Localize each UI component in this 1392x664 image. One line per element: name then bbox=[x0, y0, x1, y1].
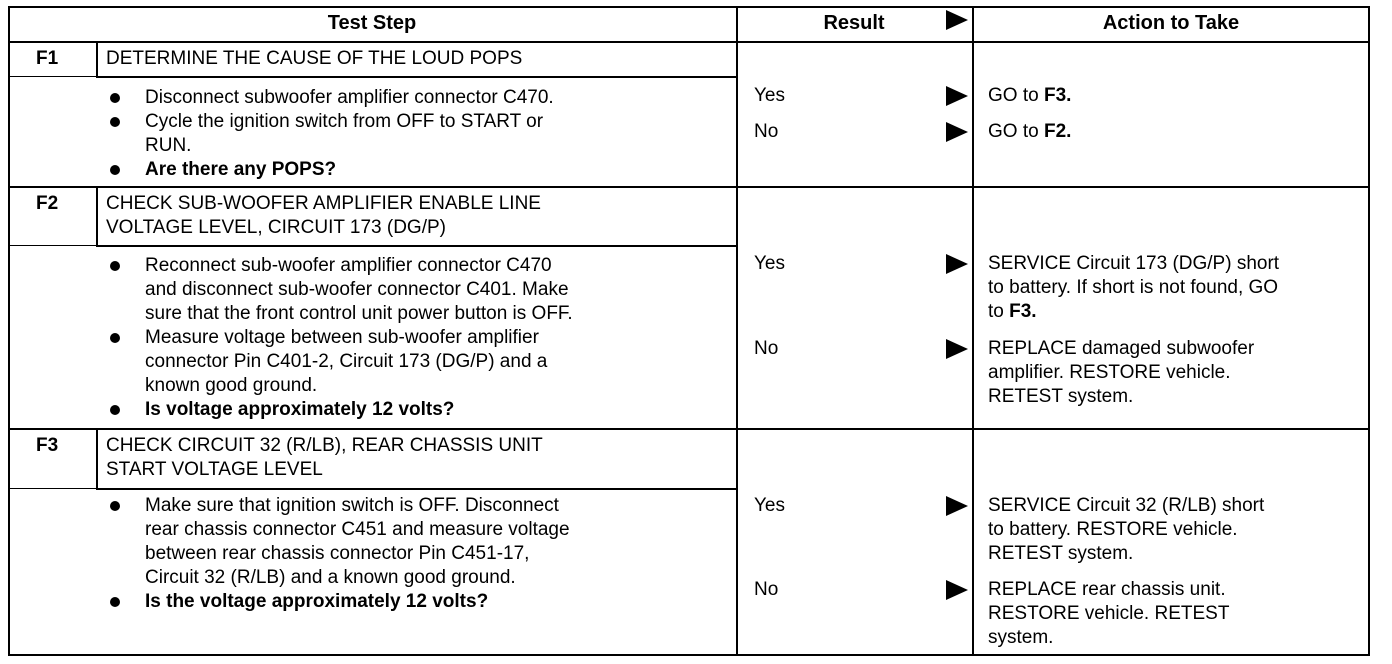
action-step-ref: F3. bbox=[1009, 301, 1037, 322]
bullet-text: RUN. bbox=[145, 135, 192, 156]
bullet-text: Measure voltage between sub-woofer ampli… bbox=[145, 327, 539, 348]
bullet-icon bbox=[110, 93, 120, 103]
step-id-divider bbox=[96, 430, 98, 488]
bullet-text: known good ground. bbox=[145, 375, 318, 396]
bullet-icon bbox=[110, 261, 120, 271]
action-text: amplifier. RESTORE vehicle. bbox=[988, 362, 1231, 383]
bullet-text: connector Pin C401-2, Circuit 173 (DG/P)… bbox=[145, 351, 548, 372]
action-text: GO to F3. bbox=[988, 85, 1072, 106]
step-title: DETERMINE THE CAUSE OF THE LOUD POPS bbox=[106, 48, 523, 69]
step-id: F1 bbox=[36, 48, 59, 69]
action-text: system. bbox=[988, 627, 1054, 648]
result-label: No bbox=[754, 338, 779, 359]
bullet-text: Disconnect subwoofer amplifier connector… bbox=[145, 87, 554, 108]
action-text: to battery. If short is not found, GO bbox=[988, 277, 1279, 298]
bullet-text: Circuit 32 (R/LB) and a known good groun… bbox=[145, 567, 516, 588]
result-arrow-icon bbox=[946, 254, 968, 274]
col-divider-result bbox=[736, 6, 738, 656]
title-bottom-rule-left bbox=[8, 76, 96, 77]
step-id-divider bbox=[96, 43, 98, 76]
section-bottom-rule bbox=[8, 428, 1370, 430]
bullet-text: Make sure that ignition switch is OFF. D… bbox=[145, 495, 559, 516]
header-arrow-icon bbox=[946, 10, 968, 30]
header-bottom-rule bbox=[8, 41, 1370, 43]
result-label: No bbox=[754, 121, 779, 142]
result-label: Yes bbox=[754, 253, 785, 274]
bullet-text: Reconnect sub-woofer amplifier connector… bbox=[145, 255, 552, 276]
step-title: VOLTAGE LEVEL, CIRCUIT 173 (DG/P) bbox=[106, 217, 446, 238]
action-text: to battery. RESTORE vehicle. bbox=[988, 519, 1238, 540]
title-bottom-rule bbox=[96, 245, 736, 247]
action-text: SERVICE Circuit 32 (R/LB) short bbox=[988, 495, 1265, 516]
result-arrow-icon bbox=[946, 580, 968, 600]
bullet-text: rear chassis connector C451 and measure … bbox=[145, 519, 570, 540]
title-bottom-rule bbox=[96, 76, 736, 78]
title-bottom-rule-left bbox=[8, 245, 96, 246]
header-result: Result bbox=[823, 12, 885, 34]
bullet-icon bbox=[110, 117, 120, 127]
action-text: to F3. bbox=[988, 301, 1037, 322]
action-text: GO to F2. bbox=[988, 121, 1072, 142]
col-divider-action bbox=[972, 6, 974, 656]
step-id: F3 bbox=[36, 435, 59, 456]
header-test-step: Test Step bbox=[327, 12, 417, 34]
header-action: Action to Take bbox=[1102, 12, 1240, 34]
title-bottom-rule bbox=[96, 488, 736, 490]
bullet-icon bbox=[110, 333, 120, 343]
action-text: REPLACE damaged subwoofer bbox=[988, 338, 1255, 359]
bullet-text: Are there any POPS? bbox=[145, 159, 337, 180]
action-text: REPLACE rear chassis unit. bbox=[988, 579, 1226, 600]
section-bottom-rule bbox=[8, 186, 1370, 188]
title-bottom-rule-left bbox=[8, 488, 96, 489]
bullet-text: Is the voltage approximately 12 volts? bbox=[145, 591, 489, 612]
result-label: No bbox=[754, 579, 779, 600]
step-title: CHECK CIRCUIT 32 (R/LB), REAR CHASSIS UN… bbox=[106, 435, 543, 456]
bullet-icon bbox=[110, 165, 120, 175]
bullet-text: sure that the front control unit power b… bbox=[145, 303, 573, 324]
action-text: RETEST system. bbox=[988, 543, 1134, 564]
bullet-text: and disconnect sub-woofer connector C401… bbox=[145, 279, 569, 300]
action-text: RETEST system. bbox=[988, 386, 1134, 407]
bullet-icon bbox=[110, 597, 120, 607]
result-arrow-icon bbox=[946, 122, 968, 142]
result-arrow-icon bbox=[946, 86, 968, 106]
bullet-text: Cycle the ignition switch from OFF to ST… bbox=[145, 111, 544, 132]
step-id: F2 bbox=[36, 193, 59, 214]
action-step-ref: F3. bbox=[1043, 85, 1072, 106]
action-text: RESTORE vehicle. RETEST bbox=[988, 603, 1230, 624]
action-text: SERVICE Circuit 173 (DG/P) short bbox=[988, 253, 1280, 274]
action-step-ref: F2. bbox=[1043, 121, 1072, 142]
diagnostic-table bbox=[8, 6, 1370, 656]
result-label: Yes bbox=[754, 85, 785, 106]
step-title: CHECK SUB-WOOFER AMPLIFIER ENABLE LINE bbox=[106, 193, 541, 214]
bullet-icon bbox=[110, 405, 120, 415]
bullet-icon bbox=[110, 501, 120, 511]
step-title: START VOLTAGE LEVEL bbox=[106, 459, 323, 480]
result-arrow-icon bbox=[946, 339, 968, 359]
result-arrow-icon bbox=[946, 496, 968, 516]
result-label: Yes bbox=[754, 495, 785, 516]
step-id-divider bbox=[96, 188, 98, 245]
bullet-text: Is voltage approximately 12 volts? bbox=[145, 399, 455, 420]
bullet-text: between rear chassis connector Pin C451-… bbox=[145, 543, 530, 564]
